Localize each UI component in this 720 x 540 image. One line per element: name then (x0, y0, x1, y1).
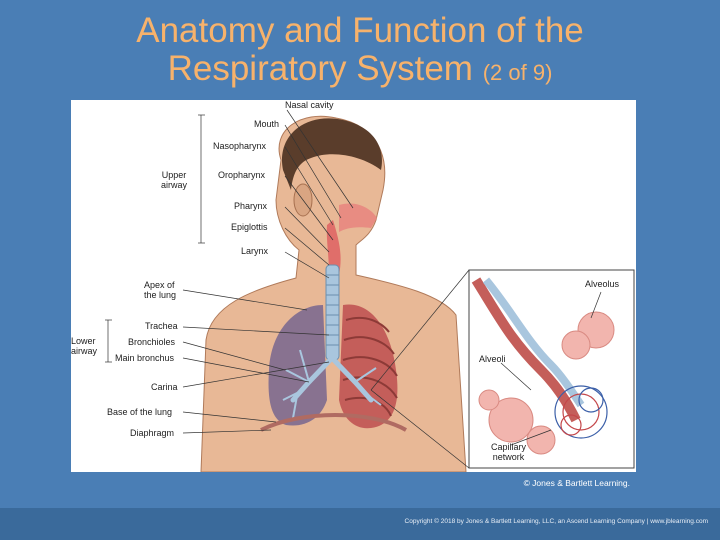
image-credit: © Jones & Bartlett Learning. (524, 478, 630, 488)
label-capillary-network: Capillary network (491, 442, 526, 462)
title-line-2-main: Respiratory System (168, 49, 473, 88)
label-carina: Carina (151, 382, 178, 392)
label-base-of-lung: Base of the lung (107, 407, 172, 417)
label-nasal-cavity: Nasal cavity (285, 100, 334, 110)
label-nasopharynx: Nasopharynx (213, 141, 266, 151)
label-epiglottis: Epiglottis (231, 222, 268, 232)
slide-title: Anatomy and Function of the Respiratory … (0, 12, 720, 92)
label-oropharynx: Oropharynx (218, 170, 265, 180)
label-upper-airway: Upper airway (161, 170, 187, 190)
footer-copyright: Copyright © 2018 by Jones & Bartlett Lea… (405, 518, 708, 525)
label-mouth: Mouth (254, 119, 279, 129)
label-larynx: Larynx (241, 246, 268, 256)
label-alveoli: Alveoli (479, 354, 506, 364)
label-diaphragm: Diaphragm (130, 428, 174, 438)
label-pharynx: Pharynx (234, 201, 267, 211)
title-part-indicator: (2 of 9) (483, 60, 553, 85)
label-apex-of-lung: Apex of the lung (144, 280, 176, 300)
label-alveolus: Alveolus (585, 279, 619, 289)
label-bronchioles: Bronchioles (128, 337, 175, 347)
title-line-1: Anatomy and Function of the (0, 12, 720, 50)
footer-bar: Copyright © 2018 by Jones & Bartlett Lea… (0, 508, 720, 540)
label-trachea: Trachea (145, 321, 178, 331)
label-lower-airway: Lower airway (71, 336, 97, 356)
respiratory-illustration: Nasal cavity Mouth Nasopharynx Oropharyn… (71, 100, 636, 472)
label-main-bronchus: Main bronchus (115, 353, 174, 363)
title-line-2: Respiratory System (2 of 9) (0, 50, 720, 92)
